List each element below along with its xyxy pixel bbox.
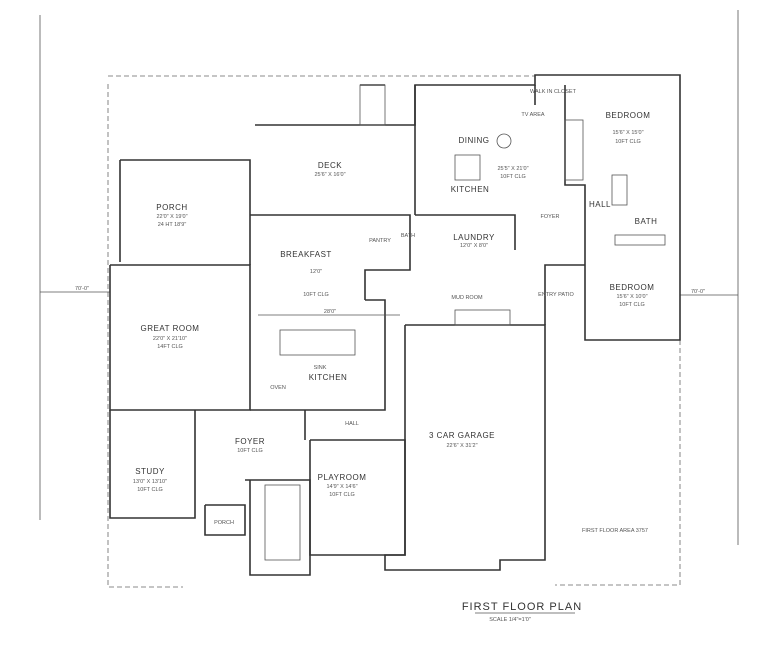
svg-text:10FT CLG: 10FT CLG [500,174,526,180]
room-mud-room: MUD ROOM [451,295,483,301]
room-playroom: PLAYROOM [318,473,367,482]
sink-label: SINK [314,365,327,371]
room-porch: PORCH [156,203,187,212]
svg-text:10FT CLG: 10FT CLG [615,139,641,145]
room-study: STUDY [135,467,165,476]
room-kitchen-lower: KITCHEN [309,373,348,382]
svg-text:12'0": 12'0" [310,269,322,275]
room-laundry: LAUNDRY [453,233,495,242]
dimension-28: 28'0" [324,309,336,315]
room-foyer: FOYER [235,437,265,446]
room-breakfast: BREAKFAST [280,250,332,259]
walls [109,74,681,576]
room-dining: DINING [459,136,490,145]
room-tv-area: TV AREA [521,112,545,118]
svg-text:14'9" X 14'6": 14'9" X 14'6" [326,484,357,490]
svg-text:24 HT 18'9": 24 HT 18'9" [158,222,187,228]
room-pantry: PANTRY [369,238,391,244]
dimension-right: 70'-0" [691,289,705,295]
walk-in-closet-label: WALK IN CLOSET [530,89,577,95]
room-bedroom-1: BEDROOM [606,111,651,120]
svg-text:10FT CLG: 10FT CLG [237,448,263,454]
svg-text:25'6" X 16'0": 25'6" X 16'0" [314,172,345,178]
svg-text:15'6" X 10'0": 15'6" X 10'0" [616,294,647,300]
room-garage: 3 CAR GARAGE [429,431,495,440]
svg-text:10FT CLG: 10FT CLG [303,292,329,298]
svg-text:22'0" X 21'10": 22'0" X 21'10" [153,336,187,342]
plan-scale: SCALE 1/4"=1'0" [489,617,531,623]
room-bedroom-2: BEDROOM [610,283,655,292]
room-deck: DECK [318,161,342,170]
svg-text:25'5" X 21'0": 25'5" X 21'0" [497,166,528,172]
plan-title: FIRST FLOOR PLAN [462,601,582,613]
svg-text:13'0" X 13'10": 13'0" X 13'10" [133,479,167,485]
svg-text:14FT CLG: 14FT CLG [157,344,183,350]
room-bath-small: BATH [401,233,415,239]
room-labels: PORCH 22'0" X 19'0" 24 HT 18'9" DECK 25'… [133,89,657,526]
first-floor-area: FIRST FLOOR AREA 3757 [582,528,648,534]
room-porch-front: PORCH [214,520,234,526]
svg-text:12'0" X 8'0": 12'0" X 8'0" [460,243,488,249]
oven-label: OVEN [270,385,286,391]
svg-text:15'6" X 15'0": 15'6" X 15'0" [612,130,643,136]
room-great-room: GREAT ROOM [141,324,200,333]
svg-text:10FT CLG: 10FT CLG [329,492,355,498]
svg-text:10FT CLG: 10FT CLG [619,302,645,308]
room-entry-patio: ENTRY PATIO [538,292,574,298]
room-bath: BATH [635,217,658,226]
room-foyer-rear: FOYER [541,214,560,220]
dimension-left: 70'-0" [75,286,89,292]
room-hall: HALL [589,200,611,209]
svg-text:10FT CLG: 10FT CLG [137,487,163,493]
svg-text:22'6" X 31'2": 22'6" X 31'2" [446,443,477,449]
room-hall-front: HALL [345,421,359,427]
property-outline [39,10,739,588]
room-kitchen: KITCHEN [451,185,490,194]
svg-text:22'0" X 19'0": 22'0" X 19'0" [156,214,187,220]
